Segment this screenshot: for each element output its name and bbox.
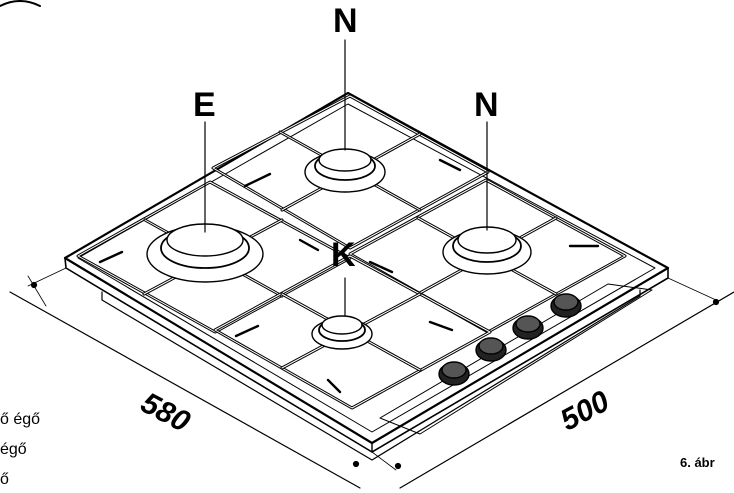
burner-left [146, 223, 264, 283]
dimension-lines [9, 267, 734, 489]
knob-2-icon [475, 337, 507, 362]
knob-3-icon [512, 315, 544, 340]
burner-label-k: K [331, 236, 356, 274]
burner-rear [304, 148, 386, 193]
figure-caption: 6. ábr [680, 455, 715, 470]
burner-front [311, 315, 373, 350]
cropped-mark [0, 0, 41, 7]
legend-line-1: ő égő [0, 411, 41, 428]
burner-label-e: E [193, 86, 216, 124]
burner-label-n-right: N [474, 86, 499, 124]
knob-1-icon [438, 361, 470, 386]
knob-4-icon [550, 293, 582, 318]
leader-lines [204, 39, 488, 317]
legend-line-3: ő [0, 471, 9, 488]
burner-right [442, 226, 532, 275]
legend-line-2: égő [0, 441, 27, 458]
burner-label-n-top: N [333, 2, 358, 40]
control-knobs [438, 293, 582, 386]
